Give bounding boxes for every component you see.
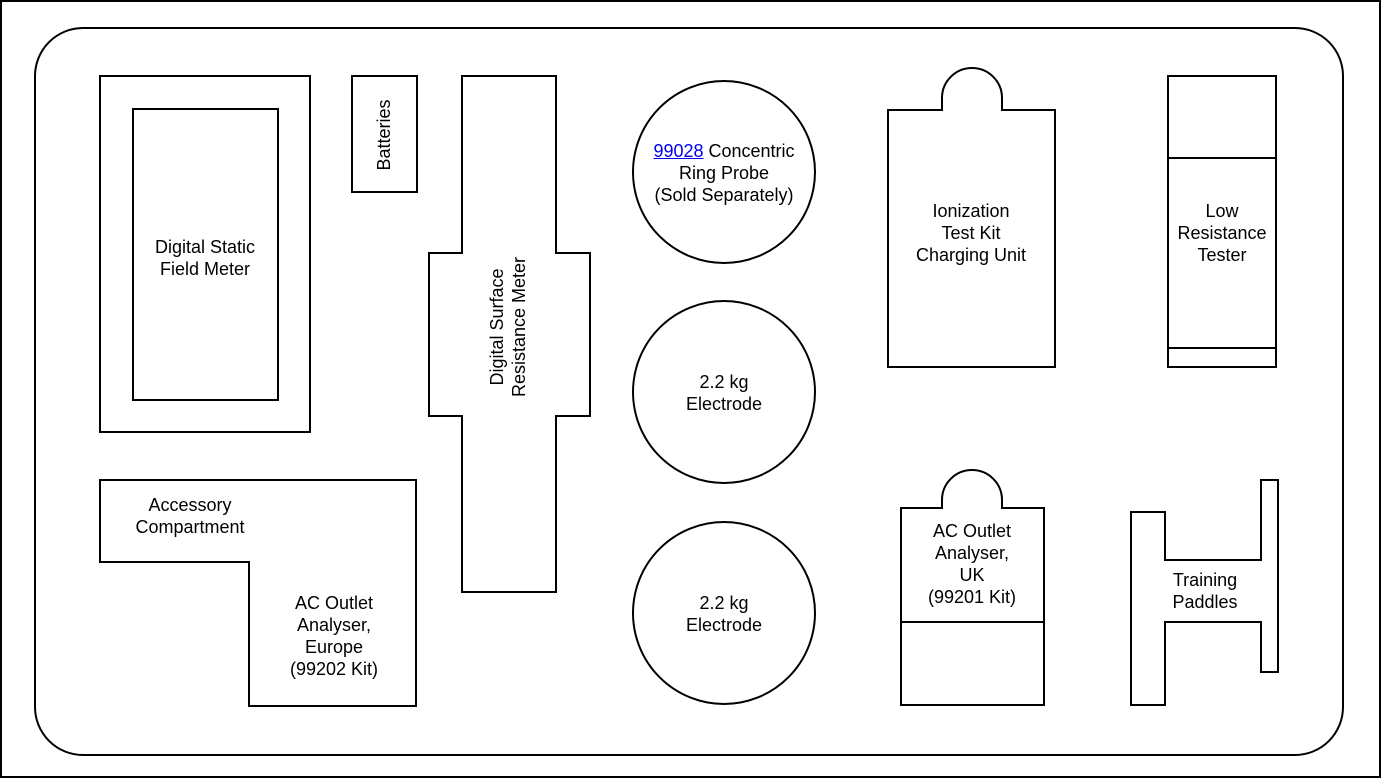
probe-line1-text: Concentric bbox=[703, 141, 795, 161]
label-digital-surface-resistance-meter: Digital Surface Resistance Meter bbox=[487, 256, 529, 398]
low-resistance-tester-slot bbox=[1167, 75, 1277, 368]
label-batteries: Batteries bbox=[374, 99, 394, 171]
concentric-ring-probe-slot bbox=[632, 80, 816, 264]
label-ac-outlet-uk: AC Outlet Analyser, UK (99201 Kit) bbox=[927, 521, 1017, 607]
training-paddles-slot bbox=[1130, 479, 1279, 706]
surface-resistance-meter-slot bbox=[428, 75, 591, 593]
product-99028-link[interactable]: 99028 bbox=[653, 141, 704, 161]
static-field-meter-inner bbox=[132, 108, 279, 401]
label-electrode-1: 2.2 kg Electrode bbox=[685, 372, 763, 414]
electrode-slot-2 bbox=[632, 521, 816, 705]
label-concentric-ring-probe: 99028 Concentric Ring Probe (Sold Separa… bbox=[653, 140, 794, 206]
label-training-paddles: Training Paddles bbox=[1172, 570, 1238, 612]
label-electrode-2: 2.2 kg Electrode bbox=[685, 593, 763, 635]
batteries-slot bbox=[351, 75, 418, 193]
probe-line2-text: Ring Probe bbox=[678, 163, 770, 183]
ac-outlet-uk-slot bbox=[900, 469, 1045, 706]
label-ac-outlet-europe: AC Outlet Analyser, Europe (99202 Kit) bbox=[289, 593, 379, 679]
label-ionization-test-kit: Ionization Test Kit Charging Unit bbox=[915, 201, 1027, 265]
electrode-slot-1 bbox=[632, 300, 816, 484]
label-accessory-compartment: Accessory Compartment bbox=[135, 495, 245, 537]
ionization-test-kit-slot bbox=[887, 67, 1056, 368]
label-digital-static-field-meter: Digital Static Field Meter bbox=[154, 237, 256, 279]
label-low-resistance-tester: Low Resistance Tester bbox=[1177, 201, 1267, 265]
probe-line3-text: (Sold Separately) bbox=[654, 185, 794, 205]
accessory-compartment-slot bbox=[99, 479, 417, 707]
